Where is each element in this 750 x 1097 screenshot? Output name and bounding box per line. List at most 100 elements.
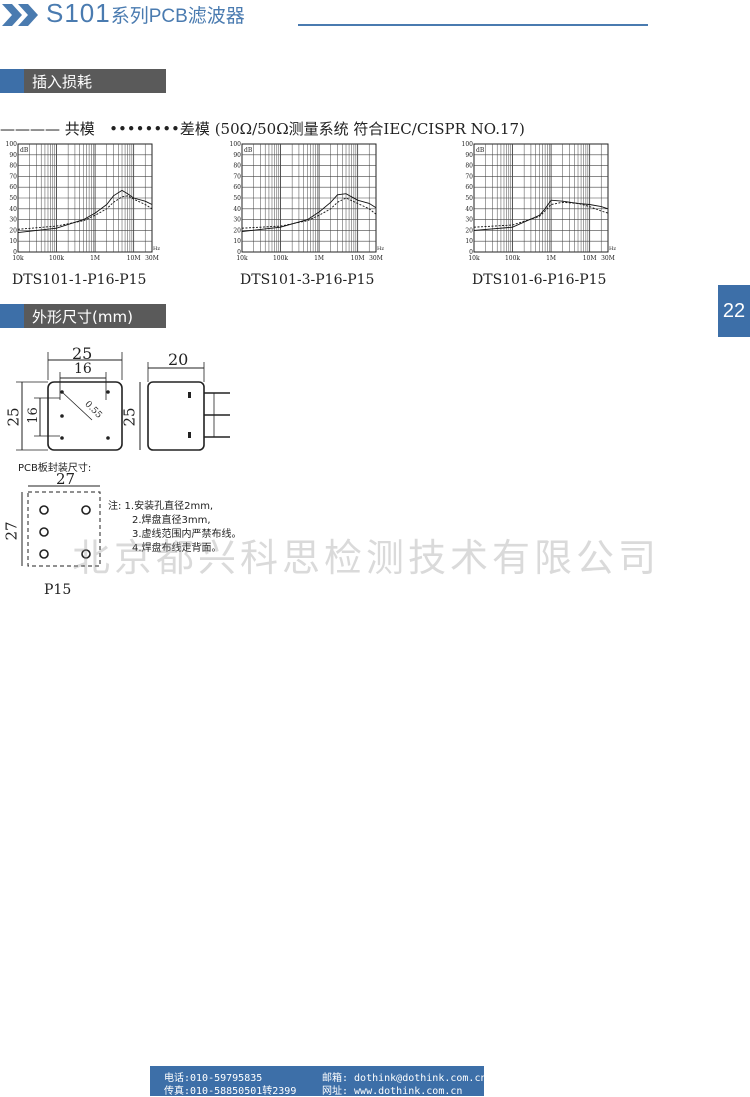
y-axis-label: dB bbox=[20, 147, 29, 154]
chart-model-label: DTS101-6-P16-P15 bbox=[472, 272, 607, 288]
y-tick-label: 80 bbox=[9, 163, 17, 170]
y-tick-label: 100 bbox=[462, 141, 474, 148]
notes-list: 注: 1.安装孔直径2mm, 2.焊盘直径3mm, 3.虚线范围内严禁布线。 4… bbox=[108, 500, 242, 556]
y-tick-label: 10 bbox=[465, 238, 473, 245]
differential-mode-series bbox=[241, 197, 377, 229]
x-tick-label: 10M bbox=[127, 255, 141, 262]
y-tick-label: 80 bbox=[465, 163, 473, 170]
x-tick-label: 100k bbox=[49, 255, 64, 262]
section-dimensions: 外形尺寸(mm) bbox=[0, 304, 166, 328]
x-axis-label: Hz bbox=[377, 246, 384, 252]
series-code: S101 bbox=[46, 0, 111, 28]
x-tick-label: 10k bbox=[12, 255, 24, 262]
legend-common-label: 共模 bbox=[64, 120, 95, 138]
y-tick-label: 40 bbox=[233, 206, 241, 213]
y-tick-label: 20 bbox=[233, 227, 241, 234]
x-tick-label: 30M bbox=[145, 255, 159, 262]
pcb-height-dim: 27 bbox=[2, 521, 21, 541]
x-axis-label: Hz bbox=[153, 246, 160, 252]
y-axis-label: dB bbox=[476, 147, 485, 154]
note-item: 注: 1.安装孔直径2mm, bbox=[108, 501, 214, 512]
front-view-drawing bbox=[16, 352, 230, 451]
y-tick-label: 100 bbox=[230, 141, 242, 148]
x-axis-label: Hz bbox=[609, 246, 616, 252]
y-tick-label: 50 bbox=[9, 195, 17, 202]
y-tick-label: 10 bbox=[9, 238, 17, 245]
legend-condition: (50Ω/50Ω测量系统 符合IEC/CISPR NO.17) bbox=[214, 120, 525, 138]
y-tick-label: 0 bbox=[469, 249, 473, 256]
section-title: 外形尺寸(mm) bbox=[32, 308, 133, 326]
y-tick-label: 10 bbox=[233, 238, 241, 245]
y-tick-label: 40 bbox=[465, 206, 473, 213]
footer-phone: 电话:010-59795835 bbox=[164, 1073, 263, 1084]
y-axis-label: dB bbox=[244, 147, 253, 154]
note-item: 3.虚线范围内严禁布线。 bbox=[132, 529, 242, 540]
common-mode-series bbox=[473, 199, 609, 231]
legend-solid-line: ———— bbox=[0, 120, 60, 138]
x-tick-label: 30M bbox=[601, 255, 615, 262]
x-tick-label: 10M bbox=[583, 255, 597, 262]
y-tick-label: 0 bbox=[237, 249, 241, 256]
y-tick-label: 90 bbox=[465, 152, 473, 159]
differential-mode-series bbox=[473, 201, 609, 228]
chart-model-label: DTS101-1-P16-P15 bbox=[12, 272, 147, 288]
inner-width-dim: 16 bbox=[74, 361, 92, 377]
footer-website[interactable]: 网址: www.dothink.com.cn bbox=[322, 1086, 463, 1097]
differential-mode-series bbox=[17, 195, 153, 230]
side-width-dim: 20 bbox=[168, 350, 189, 369]
package-name: P15 bbox=[44, 582, 72, 598]
insertion-loss-chart-1: 0 10 20 30 40 50 60 70 80 90 100 10k 100k 1M 10M 30M dB H… bbox=[6, 141, 161, 262]
chart-legend: ———— 共模 ••••••••差模 (50Ω/50Ω测量系统 符合IEC/CI… bbox=[0, 118, 525, 139]
common-mode-series bbox=[241, 193, 377, 232]
page-title: S101系列PCB滤波器 bbox=[46, 0, 245, 29]
chart-model-label: DTS101-3-P16-P15 bbox=[240, 272, 375, 288]
y-tick-label: 60 bbox=[9, 184, 17, 191]
x-tick-label: 100k bbox=[273, 255, 288, 262]
y-tick-label: 0 bbox=[13, 249, 17, 256]
x-tick-label: 1M bbox=[314, 255, 324, 262]
legend-dotted-line: •••••••• bbox=[109, 120, 180, 138]
footer-email[interactable]: 邮箱: dothink@dothink.com.cn bbox=[322, 1073, 487, 1084]
title-underline bbox=[298, 24, 648, 26]
y-tick-label: 50 bbox=[465, 195, 473, 202]
height-dim: 25 bbox=[4, 407, 23, 427]
front-width-dim: 25 bbox=[72, 344, 93, 363]
y-tick-label: 70 bbox=[465, 173, 473, 180]
y-tick-label: 70 bbox=[233, 173, 241, 180]
footer-fax: 传真:010-58850501转2399 bbox=[164, 1086, 297, 1097]
series-title: 系列PCB滤波器 bbox=[110, 6, 245, 27]
y-tick-label: 100 bbox=[6, 141, 18, 148]
y-tick-label: 50 bbox=[233, 195, 241, 202]
section-insertion-loss: 插入损耗 bbox=[0, 69, 166, 93]
x-tick-label: 100k bbox=[505, 255, 520, 262]
y-tick-label: 80 bbox=[233, 163, 241, 170]
y-tick-label: 30 bbox=[465, 217, 473, 224]
note-item: 4.焊盘布线走背面。 bbox=[132, 543, 222, 554]
y-tick-label: 20 bbox=[9, 227, 17, 234]
x-tick-label: 1M bbox=[90, 255, 100, 262]
x-tick-label: 1M bbox=[546, 255, 556, 262]
note-item: 2.焊盘直径3mm, bbox=[132, 515, 211, 526]
y-tick-label: 70 bbox=[9, 173, 17, 180]
y-tick-label: 30 bbox=[233, 217, 241, 224]
y-tick-label: 90 bbox=[9, 152, 17, 159]
chevron-logo-icon bbox=[2, 4, 38, 26]
y-tick-label: 90 bbox=[233, 152, 241, 159]
contact-footer: 电话:010-59795835 传真:010-58850501转2399 邮箱:… bbox=[150, 1066, 487, 1097]
y-tick-label: 30 bbox=[9, 217, 17, 224]
section-title: 插入损耗 bbox=[32, 73, 93, 91]
side-height-dim: 25 bbox=[120, 407, 139, 427]
pcb-width-dim: 27 bbox=[56, 470, 76, 488]
y-tick-label: 20 bbox=[465, 227, 473, 234]
insertion-loss-chart-6: 0 10 20 30 40 50 60 70 80 90 100 10k 100k 1M 10M 30M dB H… bbox=[462, 141, 617, 262]
inner-height-dim: 16 bbox=[25, 407, 41, 424]
pcb-footprint-title: PCB板封装尺寸: bbox=[18, 463, 92, 474]
x-tick-label: 10k bbox=[468, 255, 480, 262]
y-tick-label: 40 bbox=[9, 206, 17, 213]
x-tick-label: 30M bbox=[369, 255, 383, 262]
y-tick-label: 60 bbox=[465, 184, 473, 191]
x-tick-label: 10k bbox=[236, 255, 248, 262]
pcb-footprint-drawing bbox=[21, 485, 101, 567]
x-tick-label: 10M bbox=[351, 255, 365, 262]
